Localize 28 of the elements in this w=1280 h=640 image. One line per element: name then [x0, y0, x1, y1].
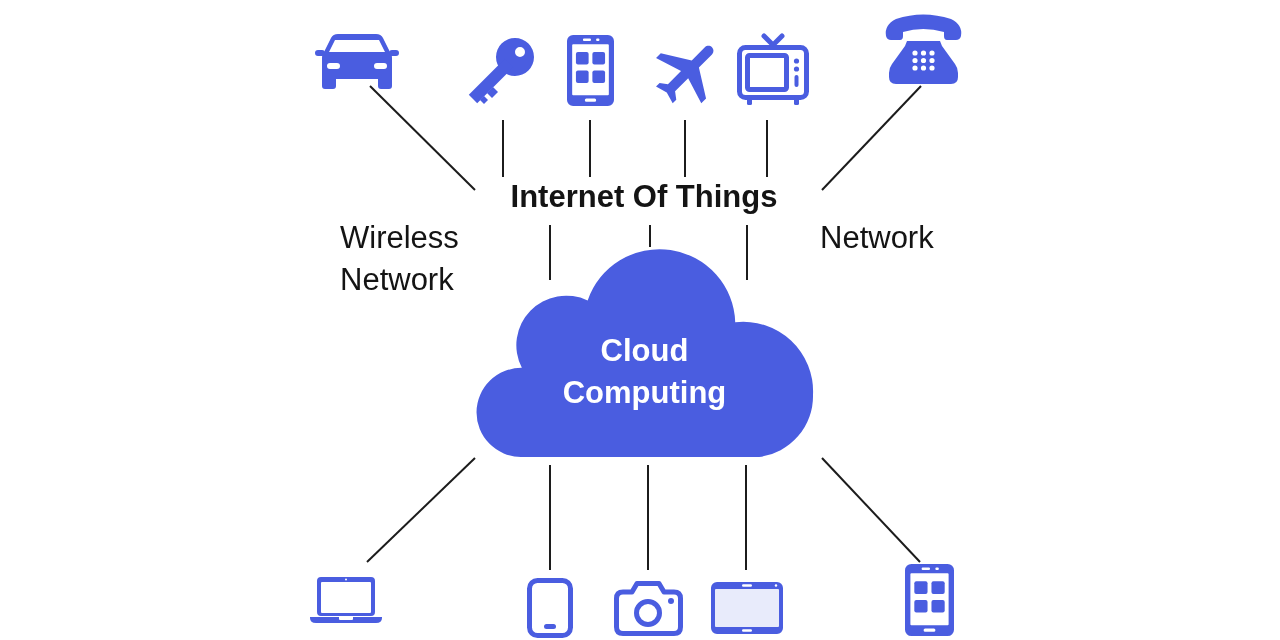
connector-line [649, 224, 651, 248]
mobile-phone-icon [527, 578, 573, 638]
connector-line [366, 457, 476, 563]
cloud-label: Cloud Computing [562, 332, 727, 412]
connector-line [745, 464, 747, 571]
connector-line [684, 119, 686, 178]
car-icon [315, 34, 399, 89]
connector-line [746, 224, 748, 281]
telephone-icon [884, 13, 963, 84]
node-label: Internet Of Things [505, 179, 783, 215]
tv-icon [737, 33, 809, 106]
camera-icon [614, 579, 683, 636]
side-label: Network [820, 219, 934, 257]
cloud-shape [474, 247, 815, 458]
smartphone-icon [905, 564, 954, 636]
connector-line [369, 85, 476, 191]
connector-line [766, 119, 768, 178]
connector-line [647, 464, 649, 571]
connector-line [821, 457, 921, 563]
connector-line [589, 119, 591, 178]
connector-line [502, 119, 504, 178]
laptop-icon [310, 577, 382, 623]
connector-line [821, 85, 922, 191]
tablet-icon [711, 582, 783, 634]
smartphone-icon [567, 35, 614, 106]
connector-line [549, 464, 551, 571]
connector-line [549, 224, 551, 281]
side-label: Wireless Network [340, 219, 459, 299]
